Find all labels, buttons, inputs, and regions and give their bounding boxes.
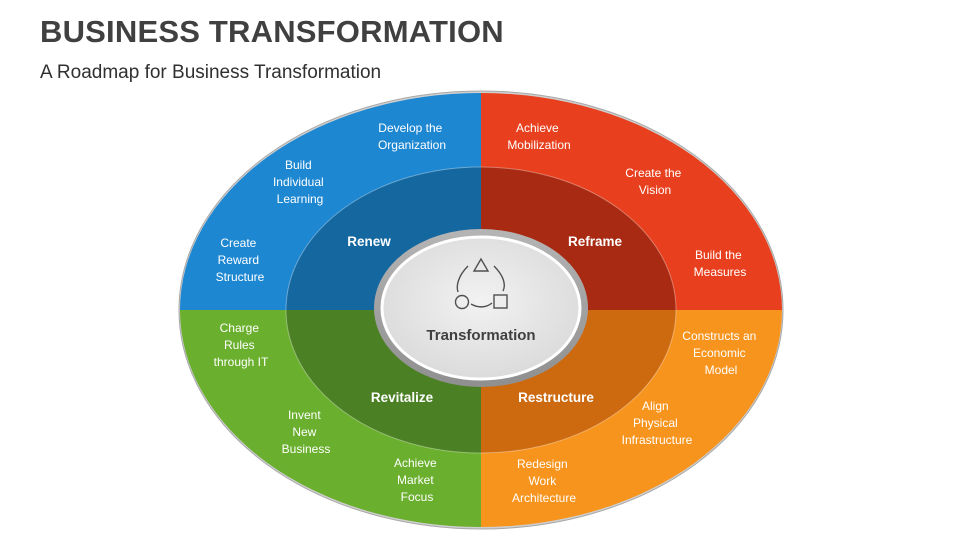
- step-label: Align Physical Infrastructure: [622, 399, 693, 447]
- step-label: Achieve Market Focus: [394, 456, 440, 504]
- step-label: Achieve Mobilization: [507, 121, 570, 152]
- shapes-cycle-icon: [454, 257, 508, 310]
- page-title: BUSINESS TRANSFORMATION: [40, 14, 504, 49]
- step-label: Create Reward Structure: [216, 236, 265, 284]
- quadrant-label-renew: Renew: [347, 234, 391, 249]
- quadrant-label-revitalize: Revitalize: [371, 390, 434, 405]
- step-label: Charge Rules through IT: [214, 321, 269, 369]
- step-label: Build Individual Learning: [273, 158, 327, 206]
- step-label: Build the Measures: [694, 248, 747, 279]
- step-label: Redesign Work Architecture: [512, 457, 576, 505]
- center-disc: [380, 235, 582, 381]
- step-label: Constructs an Economic Model: [682, 329, 759, 377]
- center-label: Transformation: [426, 327, 535, 344]
- step-label: Create the Vision: [625, 166, 684, 197]
- quadrant-label-restructure: Restructure: [518, 390, 594, 405]
- step-label: Invent New Business: [282, 408, 331, 456]
- page-subtitle: A Roadmap for Business Transformation: [40, 62, 382, 83]
- quadrant-label-reframe: Reframe: [568, 234, 623, 249]
- step-label: Develop the Organization: [378, 121, 446, 152]
